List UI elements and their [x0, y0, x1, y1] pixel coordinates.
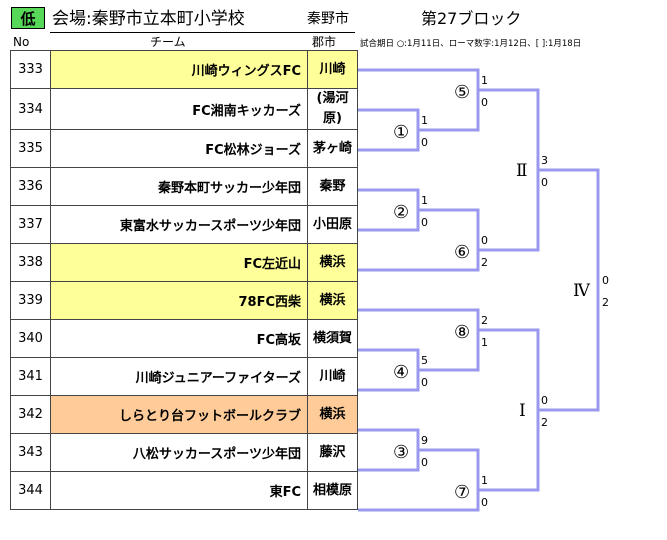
match-7-label: ⑦	[454, 482, 470, 503]
team-number: 333	[10, 50, 51, 89]
team-number: 338	[10, 243, 51, 282]
team-number: 343	[10, 433, 51, 472]
match-2-label: ②	[393, 202, 409, 223]
team-city: 横浜	[307, 395, 358, 434]
team-city: 川崎	[307, 357, 358, 396]
table-row: 338 FC左近山 横浜	[10, 243, 358, 282]
team-number: 337	[10, 205, 51, 244]
score: 1	[481, 336, 488, 349]
team-city: 小田原	[307, 205, 358, 244]
score: 0	[421, 136, 428, 149]
semifinal-1-label: Ⅰ	[519, 401, 526, 421]
team-name: 八松サッカースポーツ少年団	[50, 433, 308, 472]
table-row: 333 川崎ウィングスFC 川崎	[10, 50, 358, 89]
team-city: 横浜	[307, 243, 358, 282]
team-city: 相模原	[307, 471, 358, 510]
match-5-label: ⑤	[454, 82, 470, 103]
venue-title: 会場:秦野市立本町小学校	[52, 9, 245, 29]
team-number: 341	[10, 357, 51, 396]
score: 2	[602, 296, 609, 309]
score: 2	[541, 416, 548, 429]
team-name: FC湘南キッカーズ	[50, 88, 308, 130]
score: 1	[421, 114, 428, 127]
semifinal-1-line	[478, 328, 540, 492]
team-city: 秦野	[307, 167, 358, 206]
team-name: 78FC西柴	[50, 281, 308, 320]
team-name: しらとり台フットボールクラブ	[50, 395, 308, 434]
table-row: 343 八松サッカースポーツ少年団 藤沢	[10, 433, 358, 472]
column-header-no: No	[13, 35, 30, 49]
score: 5	[421, 354, 428, 367]
score: 3	[541, 154, 548, 167]
team-city: 川崎	[307, 50, 358, 89]
team-number: 334	[10, 88, 51, 130]
block-title: 第27ブロック	[421, 9, 522, 28]
score: 0	[421, 376, 428, 389]
team-number: 344	[10, 471, 51, 510]
bracket-lines	[358, 68, 600, 512]
match-4-label: ④	[393, 362, 409, 383]
team-city: 藤沢	[307, 433, 358, 472]
match-7-line	[358, 448, 480, 512]
score: 0	[481, 234, 488, 247]
team-city: 横浜	[307, 281, 358, 320]
score: 1	[481, 74, 488, 87]
team-number: 336	[10, 167, 51, 206]
semifinal-2-line	[478, 88, 540, 252]
match-8-line	[358, 308, 480, 372]
table-row: 335 FC松林ジョーズ 茅ヶ崎	[10, 129, 358, 168]
level-badge: 低	[11, 7, 45, 29]
team-city: (湯河原)	[307, 88, 358, 130]
score: 2	[481, 314, 488, 327]
match-3-label: ③	[393, 442, 409, 463]
match-6-line	[358, 208, 480, 272]
match-5-line	[358, 68, 480, 132]
score: 0	[541, 176, 548, 189]
team-name: FC高坂	[50, 319, 308, 358]
table-row: 337 東富水サッカースポーツ少年団 小田原	[10, 205, 358, 244]
team-city: 茅ヶ崎	[307, 129, 358, 168]
final-label: Ⅳ	[573, 281, 591, 301]
team-name: FC松林ジョーズ	[50, 129, 308, 168]
match-8-label: ⑧	[454, 322, 470, 343]
match-6-label: ⑥	[454, 242, 470, 263]
table-row: 344 東FC 相模原	[10, 471, 358, 510]
score: 2	[481, 256, 488, 269]
score: 9	[421, 434, 428, 447]
table-row: 334 FC湘南キッカーズ (湯河原)	[10, 88, 358, 130]
score: 1	[421, 194, 428, 207]
schedule-note: 試合期日 ○:1月11日、ローマ数字:1月12日、[ ]:1月18日	[360, 39, 582, 49]
score: 0	[421, 456, 428, 469]
table-row: 342 しらとり台フットボールクラブ 横浜	[10, 395, 358, 434]
team-name: 川崎ウィングスFC	[50, 50, 308, 89]
score: 0	[481, 96, 488, 109]
match-1-label: ①	[393, 122, 409, 143]
semifinal-2-label: Ⅱ	[516, 161, 528, 181]
score: 0	[421, 216, 428, 229]
team-table: 333 川崎ウィングスFC 川崎 334 FC湘南キッカーズ (湯河原) 335…	[10, 50, 358, 510]
score: 0	[541, 394, 548, 407]
score: 1	[481, 474, 488, 487]
team-city: 横須賀	[307, 319, 358, 358]
team-name: FC左近山	[50, 243, 308, 282]
score: 0	[602, 274, 609, 287]
table-row: 336 秦野本町サッカー少年団 秦野	[10, 167, 358, 206]
team-name: 東FC	[50, 471, 308, 510]
team-name: 東富水サッカースポーツ少年団	[50, 205, 308, 244]
column-header-city: 郡市	[312, 35, 337, 49]
score: 0	[481, 496, 488, 509]
venue-city: 秦野市	[307, 11, 349, 27]
final-line	[538, 168, 600, 412]
column-header-team: チーム	[150, 35, 186, 49]
table-row: 340 FC高坂 横須賀	[10, 319, 358, 358]
title-underline	[50, 32, 355, 33]
